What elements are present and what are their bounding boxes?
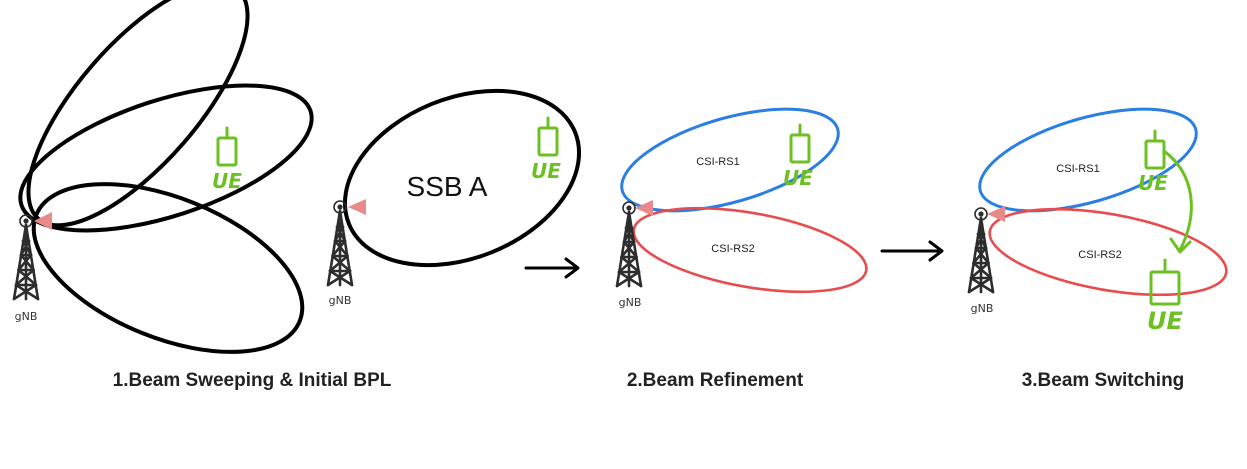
- arrow-right-icon: [524, 257, 580, 279]
- csi-rs1-beam: [978, 107, 1198, 213]
- sweep-beam-1: [26, 0, 250, 228]
- ue-move-arrow-icon: [1162, 149, 1193, 254]
- csi-rs1-beam: [620, 107, 840, 213]
- panel-ssb-selection: gNB SSB A UE: [326, 88, 582, 307]
- csi-rs2-beam: [988, 207, 1228, 297]
- sweep-beams: [18, 0, 314, 354]
- caption-beam-switching: 3.Beam Switching: [1022, 370, 1185, 391]
- csi-rs1-label: CSI-RS1: [1056, 163, 1099, 175]
- panel-beam-switching: gNB CSI-RS1 CSI-RS2 UE UE: [967, 107, 1228, 335]
- panel-beam-sweeping: gNB UE: [12, 0, 314, 354]
- cell-tower-icon: [326, 199, 354, 287]
- csi-rs2-beam: [632, 206, 868, 294]
- gnb-label: gNB: [15, 310, 38, 323]
- gnb-label: gNB: [971, 302, 994, 315]
- beam-pointer-icon: [348, 199, 366, 215]
- ue-device-icon: [216, 126, 238, 167]
- ue-device-icon: [1149, 258, 1181, 306]
- ue-label: UE: [783, 166, 813, 190]
- gnb-label: gNB: [619, 296, 642, 309]
- caption-beam-sweeping: 1.Beam Sweeping & Initial BPL: [113, 370, 392, 391]
- caption-beam-refinement: 2.Beam Refinement: [627, 370, 804, 391]
- ssb-beam: [342, 88, 582, 268]
- ue-label-bottom: UE: [1147, 307, 1183, 335]
- ue-label-top: UE: [1138, 171, 1168, 195]
- panel-beam-refinement: gNB CSI-RS1 CSI-RS2 UE: [615, 107, 868, 309]
- ue-device-icon: [789, 123, 811, 164]
- beam-pointer-icon: [34, 212, 52, 230]
- ue-label: UE: [531, 159, 561, 183]
- sweep-beam-3: [31, 182, 305, 354]
- gnb-label: gNB: [329, 294, 352, 307]
- csi-rs1-label: CSI-RS1: [696, 156, 739, 168]
- arrow-right-icon: [880, 240, 944, 262]
- cell-tower-icon: [967, 206, 995, 294]
- ssb-label: SSB A: [407, 171, 488, 202]
- beam-pointer-icon: [635, 200, 653, 216]
- ue-device-icon: [1144, 129, 1166, 170]
- ue-device-icon: [537, 116, 559, 157]
- ue-label: UE: [212, 169, 242, 193]
- csi-rs2-label: CSI-RS2: [711, 243, 754, 255]
- sweep-beam-2: [18, 83, 314, 233]
- csi-rs2-label: CSI-RS2: [1078, 249, 1121, 261]
- beam-pointer-icon: [987, 206, 1005, 222]
